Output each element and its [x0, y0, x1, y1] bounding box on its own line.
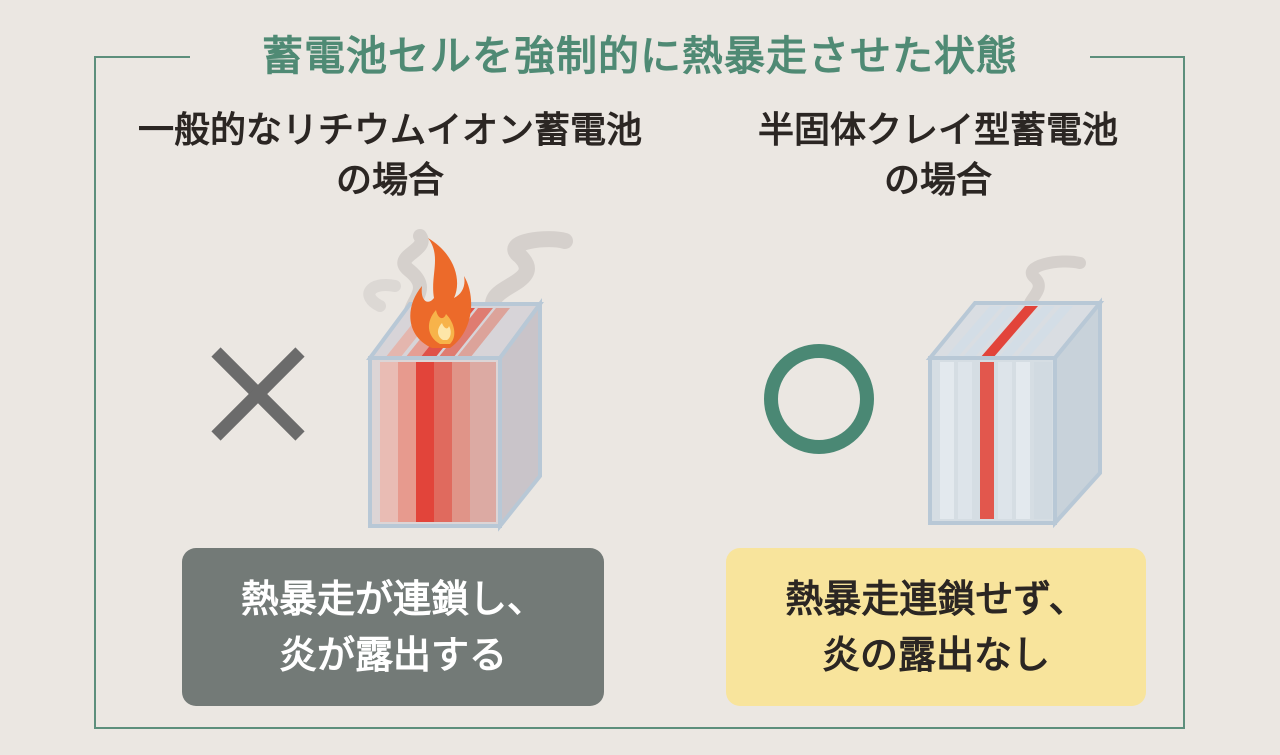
- right-result-line1: 熱暴走連鎖せず、: [785, 577, 1087, 621]
- right-result-line2: 炎の露出なし: [821, 633, 1050, 677]
- right-title-line1: 半固体クレイ型蓄電池: [757, 110, 1118, 151]
- left-result-box: 熱暴走が連鎖し、 炎が露出する: [182, 548, 604, 706]
- right-column-title: 半固体クレイ型蓄電池 の場合: [638, 106, 1238, 206]
- left-result-line2: 炎が露出する: [278, 633, 507, 677]
- left-title-line2: の場合: [335, 160, 444, 201]
- lithium-ion-cell-illustration: [363, 229, 573, 532]
- page-title: 蓄電池セルを強制的に熱暴走させた状態: [190, 28, 1090, 84]
- right-title-line2: の場合: [883, 160, 992, 201]
- left-title-line1: 一般的なリチウムイオン蓄電池: [137, 110, 642, 151]
- semi-solid-clay-cell-illustration: [925, 255, 1105, 529]
- left-column-title: 一般的なリチウムイオン蓄電池 の場合: [90, 106, 690, 206]
- flame-icon: [410, 238, 472, 348]
- circle-icon: [764, 344, 874, 454]
- cross-icon: [211, 347, 305, 441]
- left-result-line1: 熱暴走が連鎖し、: [240, 577, 545, 621]
- right-result-box: 熱暴走連鎖せず、 炎の露出なし: [726, 548, 1146, 706]
